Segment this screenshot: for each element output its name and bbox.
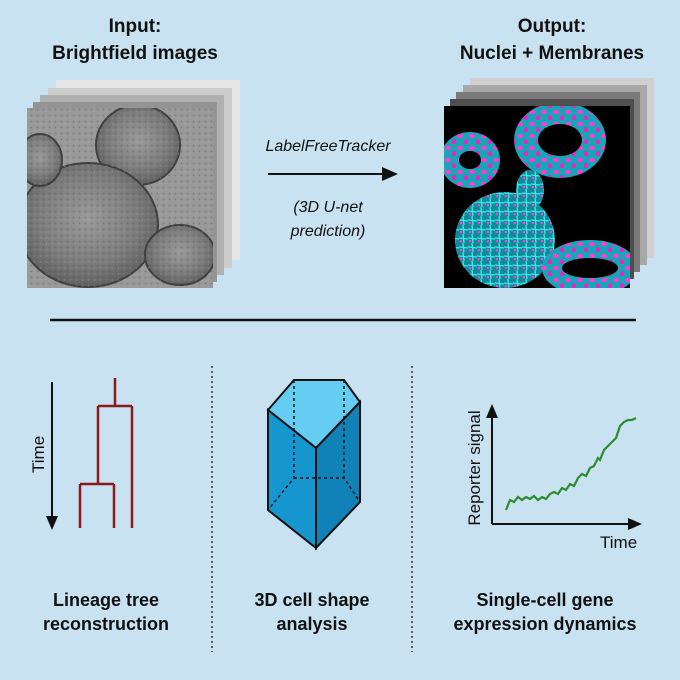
method-label: (3D U-net prediction) <box>258 196 398 244</box>
input-title-line2: Brightfield images <box>52 43 218 64</box>
x-arrowhead <box>628 518 642 530</box>
expression-caption-line2: expression dynamics <box>453 614 637 634</box>
fluorescence-stack <box>444 78 654 288</box>
signal-plot <box>486 404 642 530</box>
shape-caption-line2: analysis <box>276 614 348 634</box>
signal-line <box>504 417 637 511</box>
method-line2: prediction) <box>290 223 366 240</box>
signal-ylabel: Reporter signal <box>465 410 484 526</box>
lineage-caption: Lineage tree reconstruction <box>0 588 221 636</box>
input-title-line1: Input: <box>108 16 162 37</box>
expression-caption-line1: Single-cell gene <box>476 590 614 610</box>
y-arrowhead <box>486 404 498 418</box>
output-title-line1: Output: <box>517 16 587 37</box>
fluorescence-image <box>444 106 630 288</box>
lineage-tree <box>78 378 134 528</box>
cell-shape-prism <box>266 379 362 551</box>
arrowhead <box>382 167 398 181</box>
method-line1: (3D U-net <box>293 199 363 216</box>
output-title: Output: Nuclei + Membranes <box>402 13 680 67</box>
lineage-time-label: Time <box>29 435 48 473</box>
output-title-line2: Nuclei + Membranes <box>459 43 645 64</box>
prism-hidden-edges <box>267 380 361 511</box>
organoid-fluorescent <box>516 170 544 210</box>
tool-label: LabelFreeTracker <box>265 138 391 155</box>
time-arrowhead <box>46 516 58 530</box>
lineage-caption-line2: reconstruction <box>42 614 170 634</box>
input-title: Input: Brightfield images <box>0 13 285 67</box>
shape-caption-line1: 3D cell shape <box>254 590 370 610</box>
signal-xlabel: Time <box>600 533 638 552</box>
organoid-fluorescent <box>455 192 555 288</box>
brightfield-stack <box>27 80 240 288</box>
shape-caption: 3D cell shape analysis <box>197 588 427 636</box>
expression-caption: Single-cell gene expression dynamics <box>430 588 660 636</box>
brightfield-image <box>27 108 213 288</box>
lineage-caption-line1: Lineage tree <box>52 590 160 610</box>
